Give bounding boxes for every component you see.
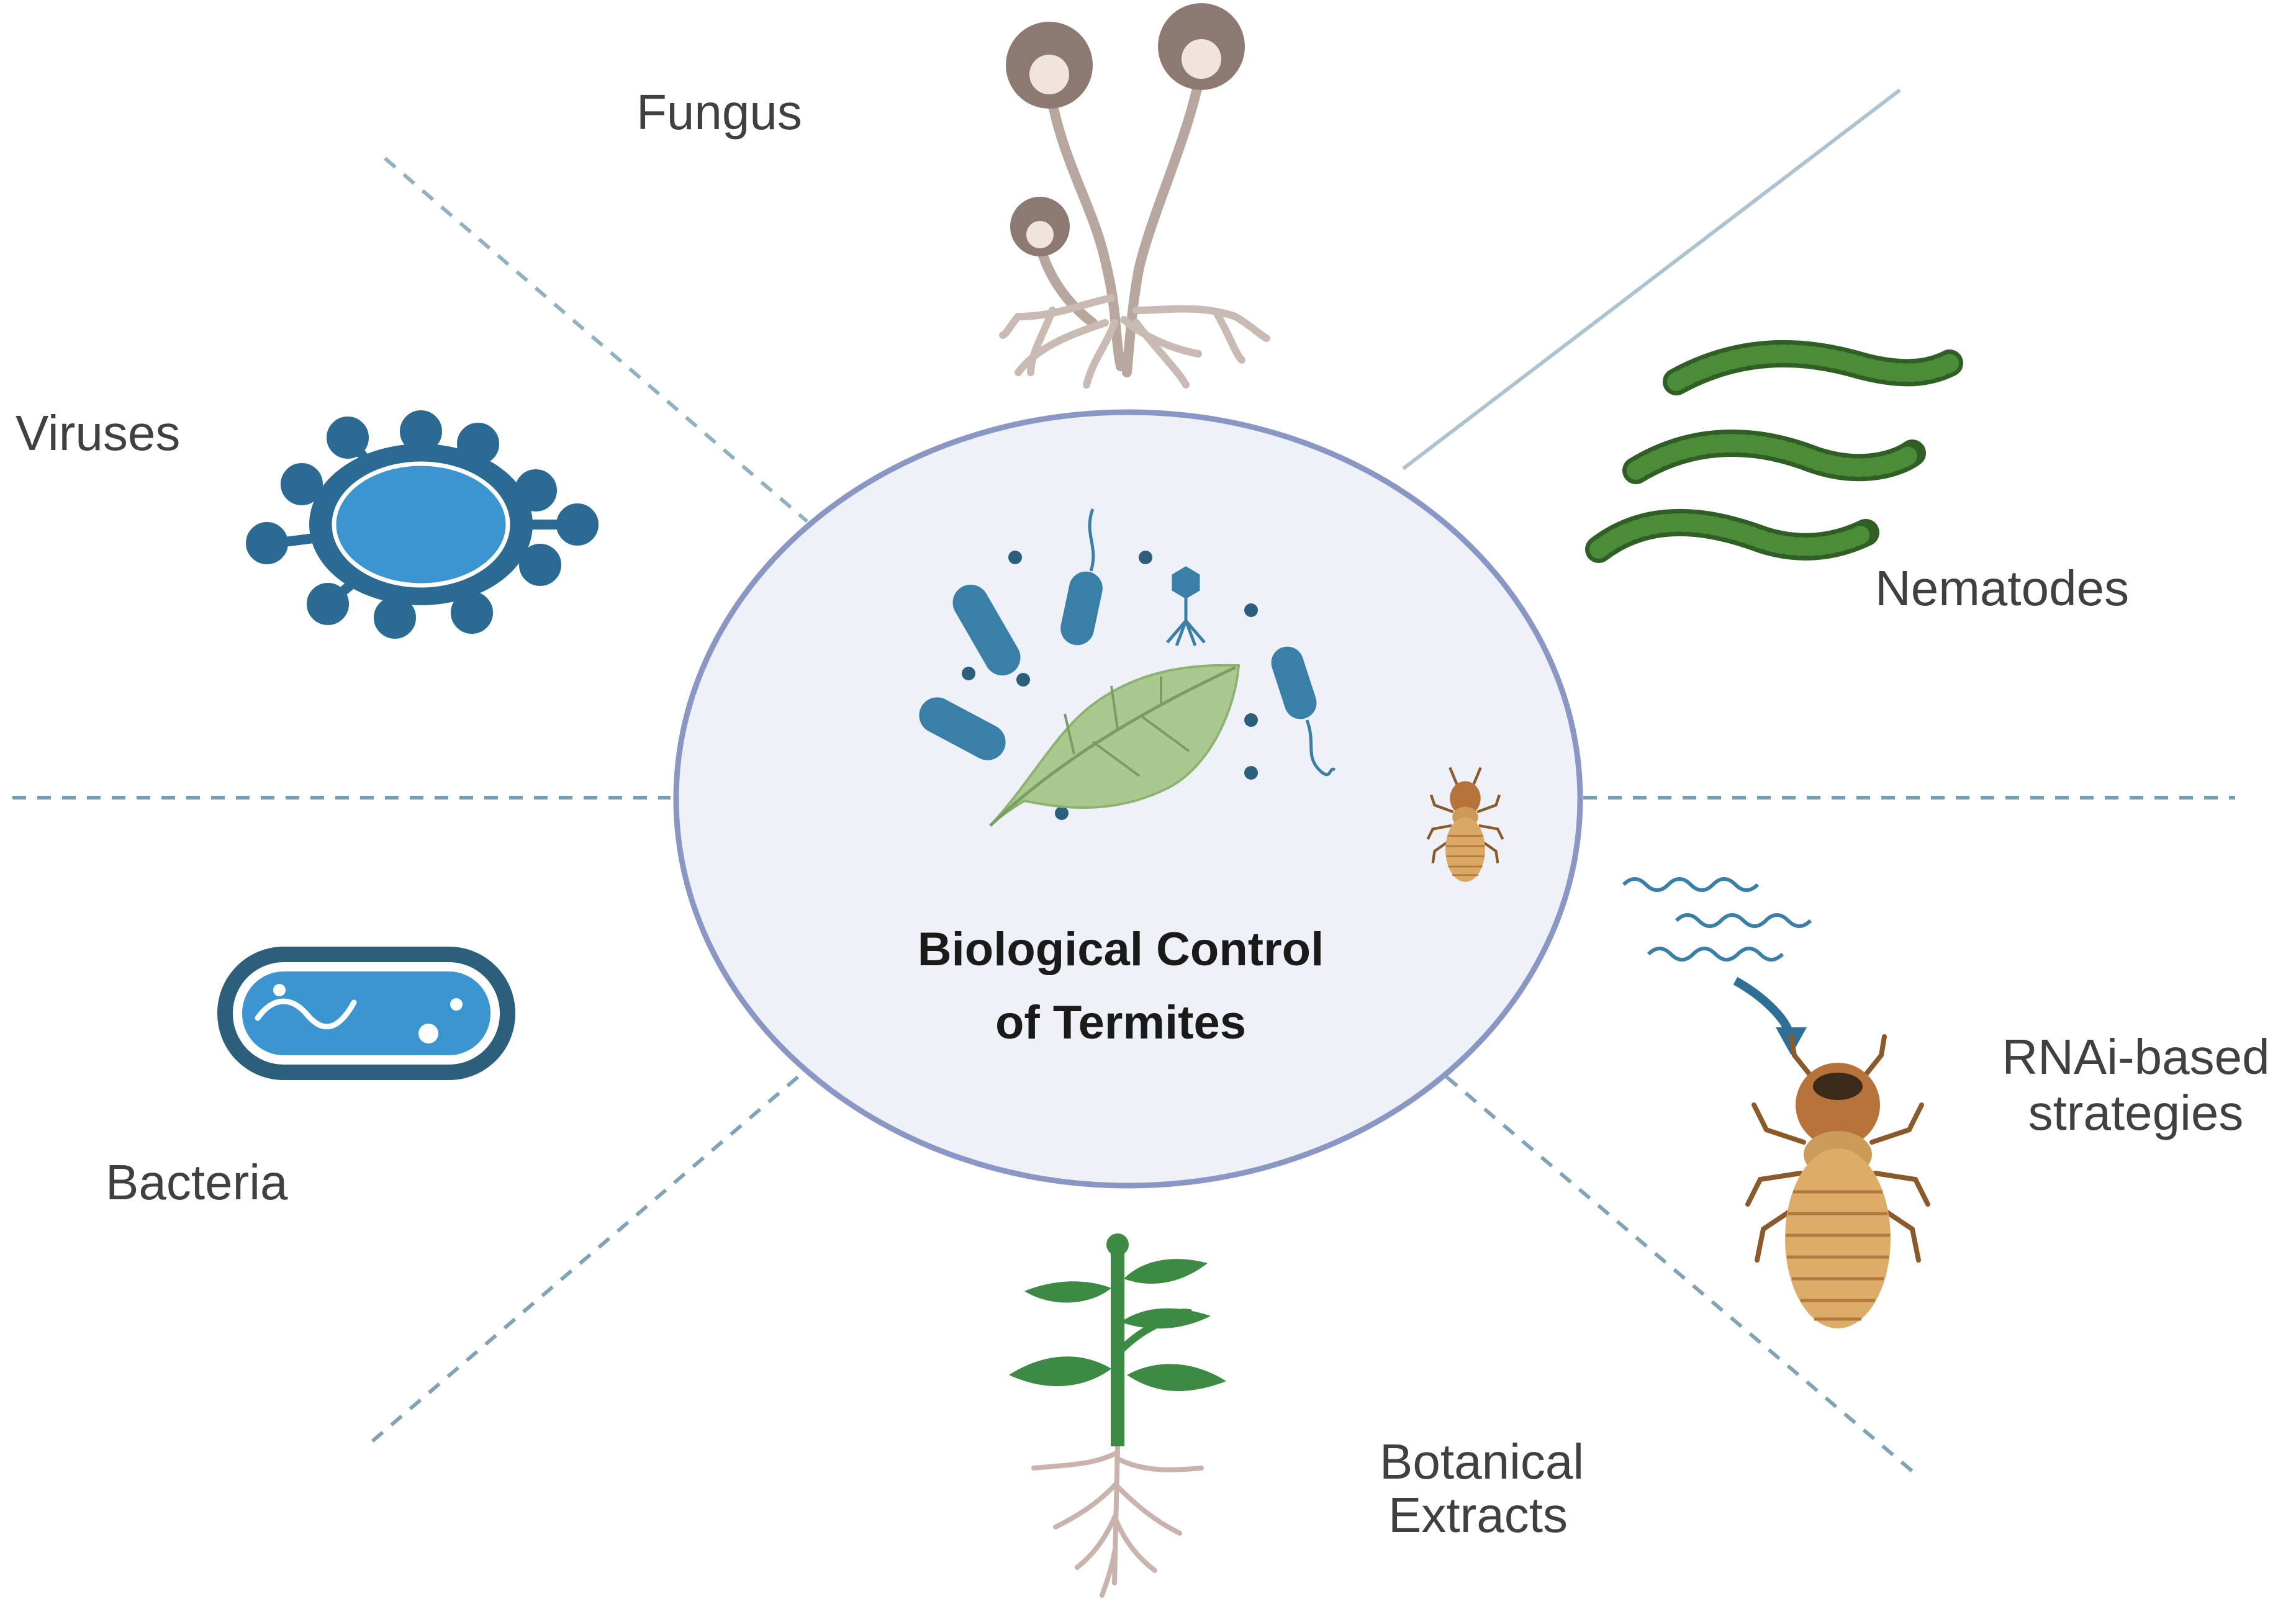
arrow-icon [1733,976,1807,1055]
fungus-label: Fungus [636,84,802,140]
botanical-group: Botanical Extracts [1009,1233,1584,1598]
bacterium-rod-3 [919,697,1006,760]
center-hub: Biological Control of Termites [673,409,1583,1189]
leaf-icon [989,664,1241,827]
bacterium-icon [217,947,515,1080]
plant-leaf-6 [1161,1309,1192,1325]
phage-icon [1166,566,1206,646]
flagellum-2 [1088,508,1095,572]
plant-leaf-2 [1124,1259,1208,1284]
spore-dots [962,551,1258,820]
flagellum-4 [1305,719,1336,777]
fungus-icon [999,3,1270,389]
divider-bottom-right [1445,1075,1914,1473]
plant-icon [1009,1233,1226,1598]
microbe-cluster [919,508,1336,827]
termite-icon [1426,767,1504,882]
rnai-group: RNAi-based strategies [1622,877,2270,1328]
nematodes-group: Nematodes [1585,340,2129,616]
botanical-label-line1: Botanical [1380,1434,1584,1489]
fungus-group: Fungus [636,3,1270,389]
rnai-label-line2: strategies [2028,1085,2244,1140]
viruses-group: Viruses [16,405,599,639]
botanical-label-line2: Extracts [1388,1487,1568,1543]
center-title-line2: of Termites [995,996,1246,1049]
virus-icon [246,410,599,639]
center-title-line1: Biological Control [918,923,1324,976]
plant-leaf-1 [1024,1281,1111,1303]
divider-top-left [384,156,808,523]
viruses-label: Viruses [16,405,180,461]
rna-wave-icon [1622,877,1812,962]
divider-bottom-left [365,1075,799,1448]
termite-icon-large [1745,1034,1930,1328]
bacterium-rod-1 [952,584,1021,676]
bacterium-rod-2 [1060,571,1103,646]
nematode-icon [1585,340,1963,563]
divider-top-right [1402,88,1901,471]
nematodes-label: Nematodes [1875,561,2129,616]
bacteria-group: Bacteria [106,947,515,1210]
dividers [12,88,2235,1473]
rnai-label-line1: RNAi-based [2002,1029,2269,1084]
plant-leaf-5 [1127,1364,1226,1392]
plant-leaf-4 [1009,1356,1111,1387]
bacteria-label: Bacteria [106,1155,288,1210]
bacterium-rod-4 [1271,646,1317,719]
